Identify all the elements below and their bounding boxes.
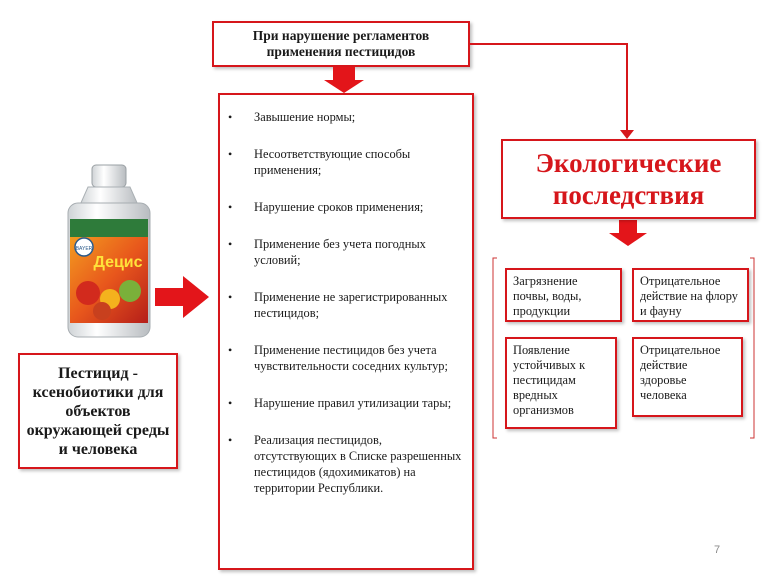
consequences-title-box: Экологические последствия — [501, 139, 756, 219]
consequences-bracket — [492, 257, 755, 439]
consequence-box: Отрицательное действие здоровье человека — [632, 337, 743, 417]
violation-header-box: При нарушение регламентов применения пес… — [212, 21, 470, 67]
down-arrow-icon — [324, 67, 364, 93]
consequence-text: Отрицательное действие здоровье человека — [640, 343, 721, 402]
list-item: Применение пестицидов без учета чувствит… — [228, 342, 462, 374]
consequence-box: Отрицательное действие на флору и фауну — [632, 268, 749, 322]
consequence-box: Загрязнение почвы, воды, продукции — [505, 268, 622, 322]
violations-list-box: Завышение нормы; Несоответствующие спосо… — [218, 93, 474, 570]
list-item: Применение не зарегистрированных пестици… — [228, 289, 462, 321]
connector-arrowhead — [620, 130, 634, 139]
brand-text: BAYER — [76, 246, 93, 252]
violations-list: Завышение нормы; Несоответствующие спосо… — [220, 95, 472, 496]
pesticide-label: Пестицид - ксенобиотики для объектов окр… — [26, 364, 170, 458]
consequence-text: Появление устойчивых к пестицидам вредны… — [513, 343, 586, 417]
page-number: 7 — [714, 544, 721, 556]
pesticide-label-box: Пестицид - ксенобиотики для объектов окр… — [18, 353, 178, 469]
connector-line — [470, 43, 628, 134]
list-item: Нарушение сроков применения; — [228, 199, 462, 215]
pesticide-bottle-image: BAYER Децис — [67, 164, 151, 338]
list-item: Несоответствующие способы применения; — [228, 146, 462, 178]
consequences-title: Экологические последствия — [535, 148, 722, 210]
violation-header-text: При нарушение регламентов применения пес… — [252, 28, 430, 59]
consequence-text: Отрицательное действие на флору и фауну — [640, 274, 738, 318]
down-arrow-icon — [609, 220, 647, 246]
list-item: Применение без учета погодных условий; — [228, 236, 462, 268]
consequence-box: Появление устойчивых к пестицидам вредны… — [505, 337, 617, 429]
list-item: Реализация пестицидов, отсутствующих в С… — [228, 432, 462, 496]
product-name: Децис — [93, 254, 142, 271]
consequence-text: Загрязнение почвы, воды, продукции — [513, 274, 582, 318]
right-arrow-icon — [155, 276, 209, 318]
list-item: Нарушение правил утилизации тары; — [228, 395, 462, 411]
list-item: Завышение нормы; — [228, 109, 462, 125]
